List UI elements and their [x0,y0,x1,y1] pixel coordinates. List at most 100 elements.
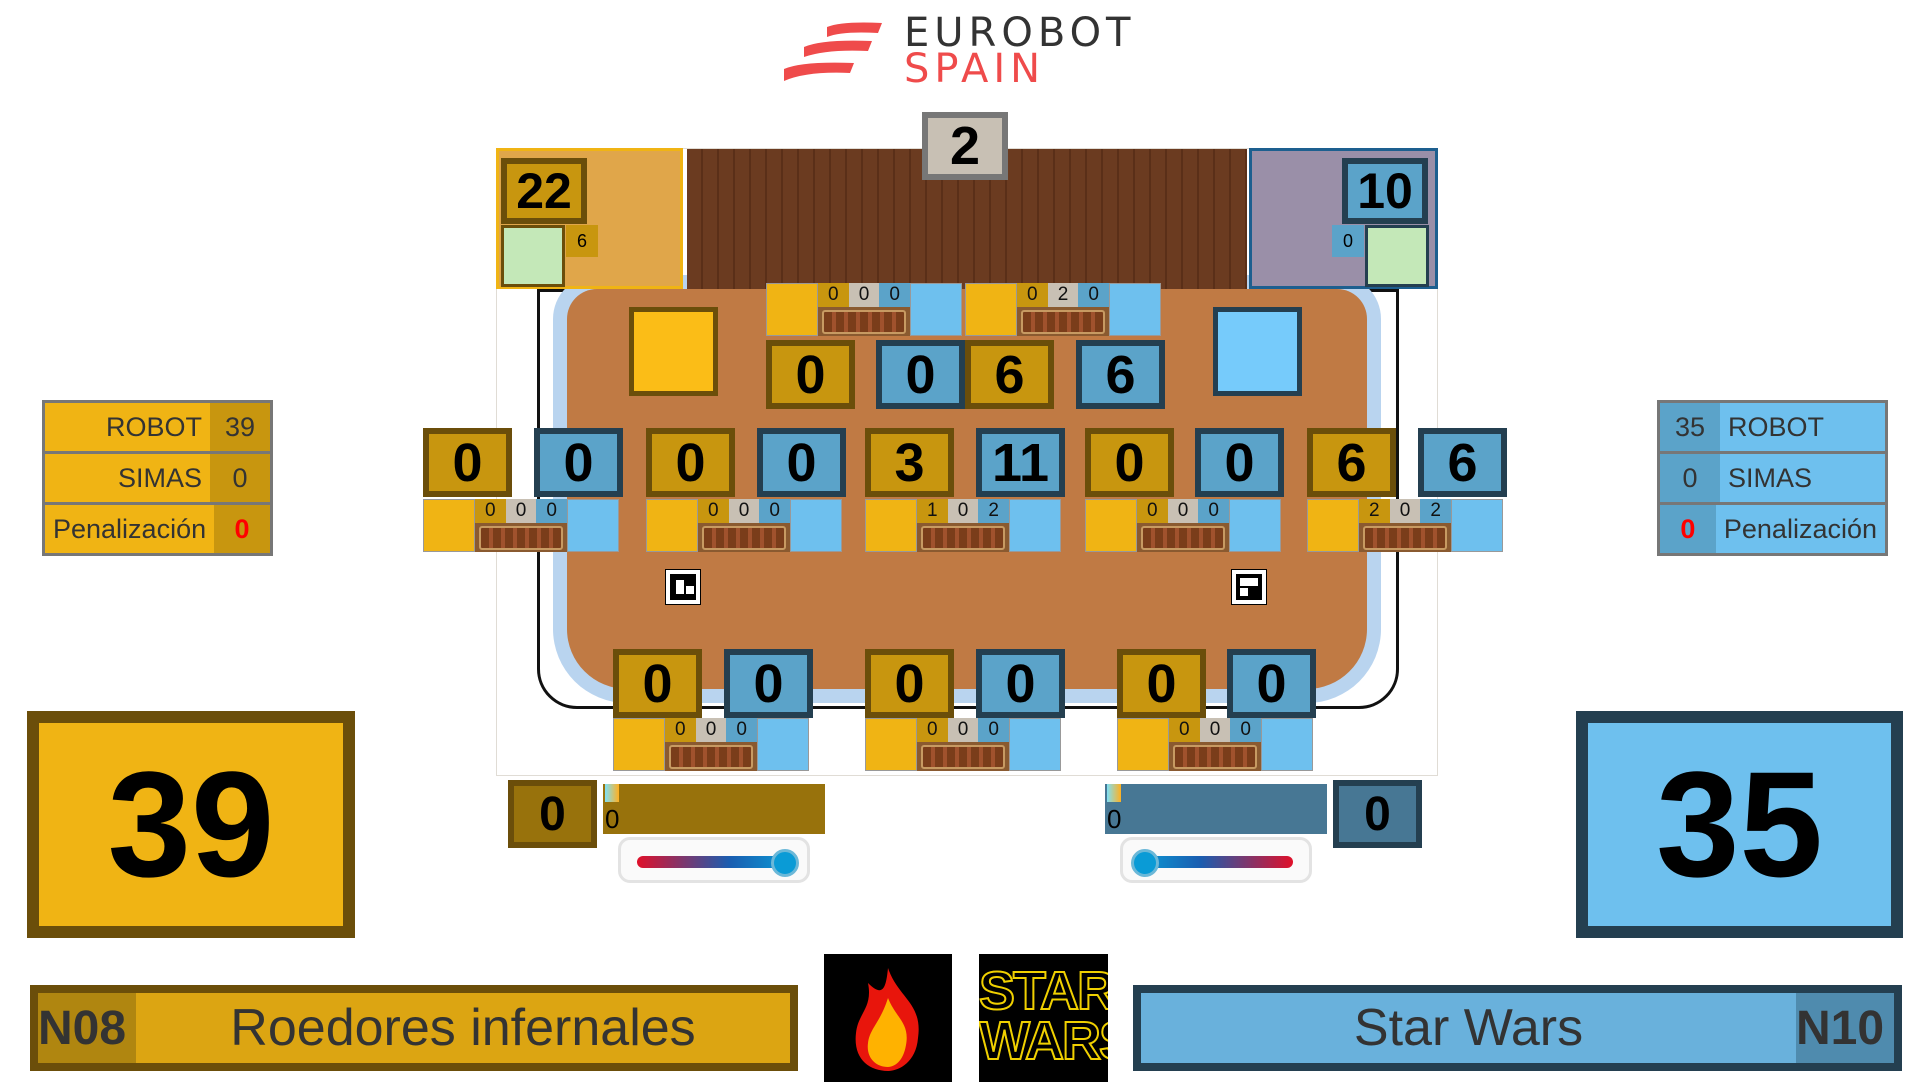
blue-empty-zone [1213,307,1302,396]
zone-counter-strip: 0 0 0 [766,283,962,336]
yellow-count: 0 [818,283,849,307]
neutral-count: 0 [1199,718,1231,742]
blue-color-block [1229,499,1281,552]
blue-count: 2 [978,499,1010,523]
yellow-color-block [965,283,1017,336]
blue-color-block [567,499,619,552]
crate-icon [921,745,1005,769]
zone-counter-strip: 1 0 2 [865,499,1061,552]
blue-team-name: Star Wars [1353,999,1584,1057]
yellow-color-block [1307,499,1359,552]
logo-line2: SPAIN [904,46,1046,92]
blue-team-bar: Star Wars N10 [1133,985,1902,1071]
crate-icon [1021,310,1105,334]
crate-icon [669,745,753,769]
yellow-zone-score: 0 [1117,649,1206,718]
blue-bar-value: 0 [1107,804,1122,834]
blue-zone-score: 0 [724,649,813,718]
robot-label: ROBOT [45,403,210,451]
yellow-zone-score: 0 [646,428,735,497]
blue-zone-score: 6 [1418,428,1507,497]
yellow-team-bar: N08 Roedores infernales [30,985,798,1071]
crate-icon [702,526,786,550]
neutral-count: 2 [1047,283,1079,307]
blue-nest-score: 10 [1342,158,1428,224]
blue-zone-score: 0 [876,340,965,409]
eurobot-logo: EUROBOT SPAIN [782,13,1152,92]
yellow-empty-zone [629,307,718,396]
logo-swoosh-icon [784,22,882,81]
yellow-color-block [1117,718,1169,771]
blue-color-block [757,718,809,771]
zone-counter-strip: 0 0 0 [1085,499,1281,552]
top-counter: 2 [922,112,1008,180]
blue-count: 0 [1230,718,1262,742]
blue-count: 0 [978,718,1010,742]
robot-label: ROBOT [1720,403,1885,451]
neutral-count: 0 [1389,499,1421,523]
yellow-zone-score: 0 [766,340,855,409]
blue-color-block [1109,283,1161,336]
neutral-count: 0 [947,718,979,742]
zone-counter-strip: 0 0 0 [646,499,842,552]
neutral-count: 0 [947,499,979,523]
yellow-zone-score: 0 [423,428,512,497]
crate-icon [1141,526,1225,550]
thermo-small-icon [605,784,619,802]
penalty-label: Penalización [1715,505,1885,553]
yellow-count: 0 [1169,718,1200,742]
blue-count: 2 [1420,499,1452,523]
blue-color-block [910,283,962,336]
yellow-color-block [865,718,917,771]
yellow-color-block [766,283,818,336]
yellow-zone-score: 3 [865,428,954,497]
yellow-zone-score: 0 [1085,428,1174,497]
zone-counter-strip: 2 0 2 [1307,499,1503,552]
blue-extra-box: 0 [1333,780,1422,848]
yellow-bar-value: 0 [605,804,620,834]
yellow-color-block [1085,499,1137,552]
yellow-progress-bar: 0 [603,784,825,834]
neutral-count: 0 [695,718,727,742]
zone-counter-strip: 0 0 0 [423,499,619,552]
blue-zone-score: 0 [976,649,1065,718]
yellow-count: 0 [917,718,948,742]
aruco-marker-right [1231,569,1267,605]
blue-zone-score: 0 [1195,428,1284,497]
yellow-zone-score: 6 [1307,428,1396,497]
blue-progress-bar: 0 [1105,784,1327,834]
yellow-thermometer [618,837,810,883]
yellow-color-block [865,499,917,552]
blue-count: 0 [726,718,758,742]
zone-counter-strip: 0 0 0 [1117,718,1313,771]
blue-count: 0 [879,283,911,307]
blue-color-block [1261,718,1313,771]
simas-value: 0 [210,454,270,502]
blue-color-block [1451,499,1503,552]
simas-label: SIMAS [1720,454,1885,502]
blue-zone-score: 0 [1227,649,1316,718]
yellow-color-block [613,718,665,771]
crate-icon [479,526,563,550]
simas-label: SIMAS [45,454,210,502]
yellow-nest-sub: 6 [566,225,598,257]
thermo-small-icon [1107,784,1121,802]
aruco-marker-left [665,569,701,605]
yellow-count: 0 [665,718,696,742]
zone-counter-strip: 0 0 0 [865,718,1061,771]
blue-total-score: 35 [1576,711,1903,938]
yellow-extra-box: 0 [508,780,597,848]
simas-value: 0 [1660,454,1720,502]
yellow-count: 0 [1017,283,1048,307]
yellow-count: 0 [475,499,506,523]
blue-color-block [1009,499,1061,552]
blue-zone-score: 6 [1076,340,1165,409]
blue-team-number: N10 [1796,993,1894,1063]
crate-icon [1173,745,1257,769]
blue-zone-score: 0 [757,428,846,497]
neutral-count: 0 [505,499,537,523]
yellow-team-number: N08 [38,993,136,1063]
